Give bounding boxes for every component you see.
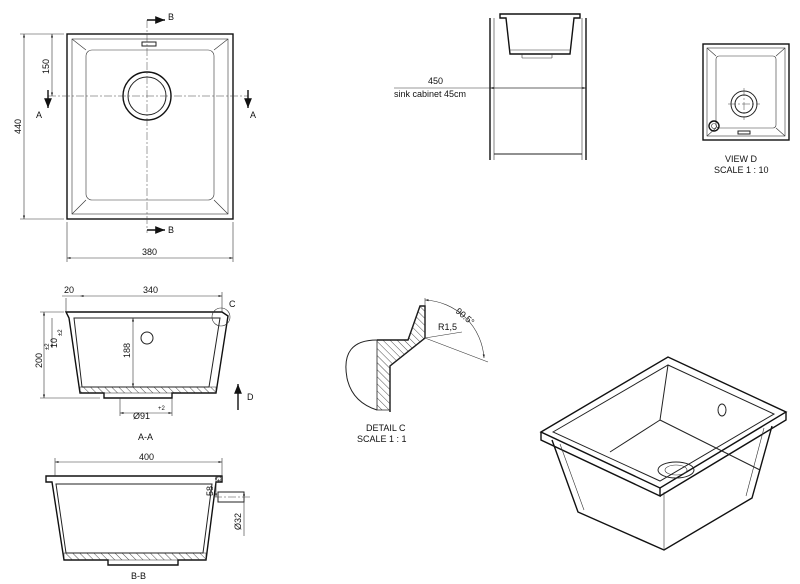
dim-aa-drain-tol: +2	[158, 406, 166, 412]
view-d-title: VIEW D	[725, 154, 758, 164]
view-d: VIEW D SCALE 1 : 10	[702, 43, 790, 175]
section-b-top-label: B	[168, 12, 174, 22]
iso-overflow-hole	[717, 403, 727, 417]
sink-outer-outline	[66, 33, 234, 220]
overflow-slot	[141, 41, 157, 47]
view-d-outline	[702, 43, 790, 141]
section-aa-outer	[64, 311, 229, 399]
sink-rim-edge	[71, 38, 229, 215]
dim-aa-200-tol: ±2	[45, 343, 51, 350]
iso-rim-top	[539, 356, 788, 489]
sink-bowl-edge	[85, 49, 215, 201]
section-bb-caption: B-B	[131, 571, 146, 581]
dim-drain-offset-150: 150	[41, 59, 51, 74]
iso-bowl-opening	[551, 364, 776, 482]
dim-width-380: 380	[142, 247, 157, 257]
dim-bb-58-tol: ±1	[217, 475, 223, 482]
isometric-view	[539, 356, 788, 551]
view-d-scale: SCALE 1 : 10	[714, 165, 769, 175]
detail-c: 90.5° R1,5 DETAIL C SCALE 1 : 1	[345, 298, 489, 444]
dim-cabinet-450: 450	[428, 76, 443, 86]
dim-aa-drain: Ø91	[133, 411, 150, 421]
iso-rim-front-right	[659, 412, 787, 497]
detail-c-circle	[211, 307, 231, 327]
dim-aa-20: 20	[64, 285, 74, 295]
cabinet-sink-profile	[499, 13, 581, 55]
dim-bb-overflow-hole: Ø32	[233, 513, 243, 530]
dim-bb-400: 400	[139, 452, 154, 462]
cabinet-note: sink cabinet 45cm	[394, 89, 466, 99]
section-b-bottom-label: B	[168, 225, 174, 235]
dim-aa-10: 10	[49, 338, 59, 348]
section-aa-overflow-hole	[140, 331, 154, 345]
detail-c-scale: SCALE 1 : 1	[357, 434, 407, 444]
detail-c-callout: C	[229, 299, 236, 309]
dim-height-440: 440	[13, 119, 23, 134]
section-aa-caption: A-A	[138, 432, 153, 442]
dim-aa-340: 340	[143, 285, 158, 295]
cabinet-view: 450 sink cabinet 45cm	[394, 13, 587, 160]
detail-c-radius: R1,5	[438, 322, 457, 332]
view-d-arrow-label: D	[247, 392, 254, 402]
detail-c-title: DETAIL C	[366, 423, 406, 433]
section-a-right-label: A	[250, 110, 256, 120]
detail-c-angle: 90.5°	[454, 306, 477, 327]
plan-view: A A B B 380 440 150	[13, 12, 256, 262]
section-aa: C 340 20 200 ±2 10 ±2 188 Ø91 +2 D A-A	[34, 285, 254, 442]
section-bb-outer	[45, 475, 223, 566]
dim-bb-58: 58	[205, 486, 215, 496]
view-d-overflow	[708, 120, 720, 132]
iso-bowl-body	[551, 425, 773, 551]
section-aa-inner	[73, 317, 221, 388]
section-bb-inner	[55, 483, 213, 554]
dim-aa-188: 188	[122, 343, 132, 358]
iso-drain	[657, 461, 695, 479]
section-bb: 400 58 ±1 Ø32 B-B	[45, 452, 250, 581]
dim-aa-10-tol: ±2	[58, 329, 64, 336]
iso-rim-front-left	[540, 432, 661, 498]
section-a-left-label: A	[36, 110, 42, 120]
dim-aa-200: 200	[34, 353, 44, 368]
detail-c-breakline	[345, 339, 378, 411]
